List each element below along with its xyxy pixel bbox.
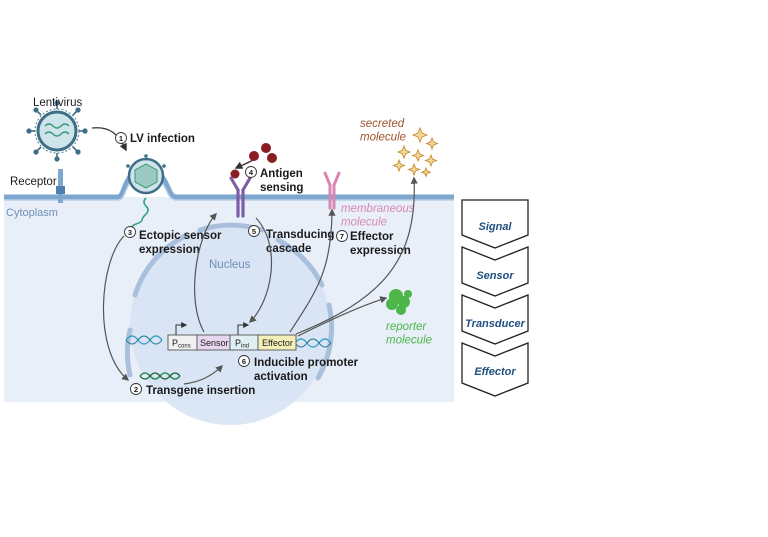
step-6-label-line1: Inducible promoter <box>254 357 359 369</box>
chevron-stack: Signal Sensor Transducer Effector <box>461 199 529 397</box>
p-cons-label: P <box>172 338 178 348</box>
receptor-label: Receptor <box>10 176 57 188</box>
arrow-cascade <box>248 217 273 324</box>
step-6-label-line2: activation <box>254 371 308 383</box>
sensor-antibody-icon <box>229 176 252 218</box>
antigen-icon <box>230 143 277 179</box>
step-4-label-line2: sensing <box>260 182 303 194</box>
step-3-label-line2: expression <box>139 244 200 256</box>
nucleus <box>124 222 335 425</box>
chevron-sensor-label: Sensor <box>476 270 514 282</box>
arrow-to-secreted <box>295 176 418 335</box>
svg-text:6: 6 <box>242 357 246 366</box>
lentivirus-icon <box>26 100 88 162</box>
nucleus-label: Nucleus <box>209 259 251 271</box>
svg-text:7: 7 <box>340 232 344 241</box>
p-ind-label: P <box>235 338 241 348</box>
membraneous-line1: membraneous <box>341 203 415 215</box>
arrow-to-reporter <box>297 296 388 337</box>
transgene-cassette: Pcons Sensor Pind Effector <box>167 322 297 351</box>
chevron-sensor <box>461 246 529 297</box>
arrow-infection <box>91 127 127 152</box>
arrow-antigen <box>234 159 254 169</box>
reporter-line1: reporter <box>386 321 427 333</box>
chevron-transducer <box>461 294 529 345</box>
entering-virus-icon <box>126 154 166 195</box>
step-7-label-line2: expression <box>350 245 411 257</box>
step-5-label-line1: Transducing <box>266 229 334 241</box>
secreted-molecule-icon <box>392 126 439 178</box>
dna-left <box>125 335 163 345</box>
secreted-line2: molecule <box>360 132 406 144</box>
chevron-effector <box>461 342 529 397</box>
arrow-insertion-to-promoter <box>183 364 224 385</box>
svg-text:Pind: Pind <box>235 338 249 350</box>
secreted-line1: secreted <box>360 118 405 130</box>
step-4: 4 Antigen sensing <box>245 166 303 194</box>
svg-text:2: 2 <box>134 385 138 394</box>
arrow-rna-to-insertion <box>102 235 130 381</box>
step-4-label-line1: Antigen <box>260 168 303 180</box>
step-1-label: LV infection <box>130 133 195 145</box>
membraneous-molecule-label: membraneous molecule <box>341 203 418 229</box>
step-2-label: Transgene insertion <box>146 385 255 397</box>
sensor-label: Sensor <box>200 338 229 348</box>
chevron-effector-label: Effector <box>474 366 516 378</box>
chevron-transducer-label: Transducer <box>465 318 525 330</box>
reporter-molecule-label: reporter molecule <box>386 321 432 347</box>
step-7-label-line1: Effector <box>350 231 394 243</box>
membraneous-line2: molecule <box>341 217 387 229</box>
step-3: 3 Ectopic sensor expression <box>124 226 222 256</box>
chevron-signal <box>461 199 529 249</box>
step-2: 2 Transgene insertion <box>130 383 255 397</box>
chevron-signal-label: Signal <box>478 221 512 233</box>
viral-rna-strand <box>130 197 149 231</box>
effector-box <box>257 334 297 351</box>
reporter-line2: molecule <box>386 335 432 347</box>
secreted-molecule-label: secreted molecule <box>360 118 407 144</box>
step-7: 7 Effector expression <box>336 230 411 257</box>
p-cons-sub: cons <box>178 344 191 350</box>
receptor-icon <box>56 169 65 203</box>
step-5-label-line2: cascade <box>266 243 311 255</box>
dna-right <box>294 338 332 348</box>
effector-label: Effector <box>262 338 293 348</box>
arrow-to-membraneous <box>289 208 336 333</box>
step-6: 6 Inducible promoter activation <box>238 355 359 383</box>
membraneous-molecule-icon <box>323 171 341 210</box>
step-1: 1 LV infection <box>115 132 195 145</box>
svg-text:1: 1 <box>119 134 123 143</box>
promoter-ind-arrow <box>237 322 250 335</box>
cell-membrane <box>4 167 454 200</box>
p-ind-sub: ind <box>241 344 249 350</box>
step-5: 5 Transducing cascade <box>248 225 334 255</box>
svg-text:5: 5 <box>252 227 256 236</box>
reporter-molecule-icon <box>386 289 412 315</box>
promoter-cons-arrow <box>175 322 188 335</box>
arrow-sensor-expression <box>194 212 217 333</box>
svg-text:3: 3 <box>128 228 132 237</box>
lentivirus-label: Lentivirus <box>33 97 82 109</box>
svg-text:4: 4 <box>249 168 254 177</box>
step-3-label-line1: Ectopic sensor <box>139 230 222 242</box>
svg-text:Pcons: Pcons <box>172 338 191 350</box>
cytoplasm-label: Cytoplasm <box>6 207 58 219</box>
